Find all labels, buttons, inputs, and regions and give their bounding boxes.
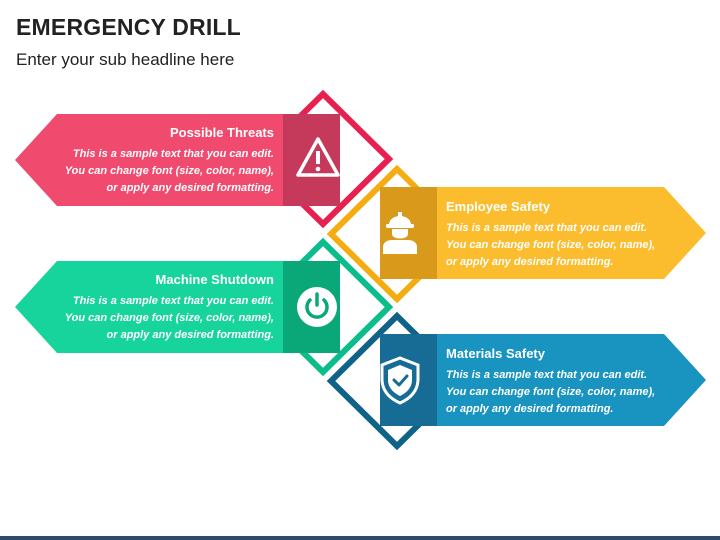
power-icon [297,287,337,327]
step-description-line: This is a sample text that you can edit. [446,222,648,234]
step-description-line: or apply any desired formatting. [446,403,614,415]
arrow-banner [380,334,706,426]
arrow-banner [380,187,706,279]
page-title: EMERGENCY DRILL [16,14,241,40]
possible-threats-text: Possible Threats This is a sample text t… [65,125,274,197]
step-description-line: This is a sample text that you can edit. [72,148,274,160]
arrow-banner [15,114,340,206]
step-description-line: or apply any desired formatting. [106,182,274,194]
step-description-line: or apply any desired formatting. [446,256,614,268]
step-heading: Materials Safety [446,346,545,361]
step-description-line: This is a sample text that you can edit. [72,295,274,307]
step-description-line: You can change font (size, color, name), [446,239,656,251]
step-machine-shutdown [15,237,394,377]
step-heading: Possible Threats [169,125,274,140]
arrow-banner [15,261,340,353]
materials-safety-text: Materials Safety This is a sample text t… [446,346,655,418]
step-description-line: You can change font (size, color, name), [64,312,274,324]
warning-icon [296,137,340,177]
step-description-line: or apply any desired formatting. [106,329,274,341]
step-materials-safety [326,311,706,451]
step-description-line: You can change font (size, color, name), [446,386,656,398]
construction-worker-icon [383,212,417,254]
shield-check-icon [380,356,420,405]
step-possible-threats [15,89,394,229]
bottom-accent-bar [0,536,720,540]
step-heading: Employee Safety [446,199,551,214]
page-subtitle: Enter your sub headline here [16,50,235,69]
step-description-line: This is a sample text that you can edit. [446,369,648,381]
step-description-line: You can change font (size, color, name), [64,165,274,177]
icon-box [380,187,437,279]
employee-safety-text: Employee Safety This is a sample text th… [446,199,655,271]
step-employee-safety [326,164,706,304]
step-heading: Machine Shutdown [155,272,274,287]
machine-shutdown-text: Machine Shutdown This is a sample text t… [65,272,274,344]
